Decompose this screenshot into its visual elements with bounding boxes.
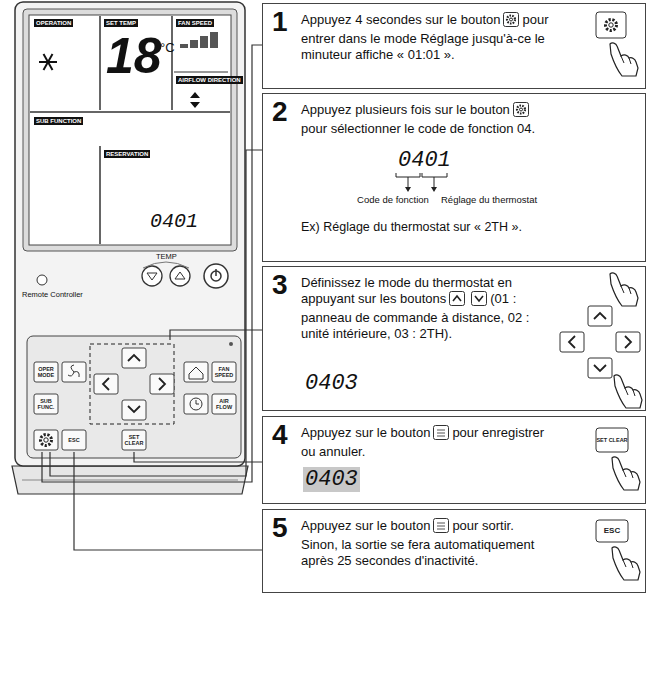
- set-temperature: 18: [106, 30, 162, 82]
- instruction-text: Appuyez sur le boutonpour enregistrer ou…: [301, 425, 549, 460]
- button-label: SET CLEAR: [122, 430, 146, 450]
- annotation: Réglage du thermostat: [441, 194, 537, 205]
- lcd-tag: SET TEMP: [104, 19, 138, 27]
- lcd-tag: SUB FUNCTION: [34, 117, 83, 125]
- instruction-text: Appuyez plusieurs fois sur le bouton pour…: [301, 102, 549, 137]
- step-box: 3 Définissez le mode du thermostat en app…: [262, 266, 646, 411]
- inline-button-icon: [433, 425, 449, 444]
- instruction-text: Appuyez sur le bouton: [301, 518, 430, 533]
- instruction-text: Appuyez sur le bouton: [301, 425, 430, 440]
- instruction-text: Appuyez 4 secondes sur le bouton: [301, 12, 500, 27]
- instruction-text: Définissez le mode du thermostat en appu…: [301, 275, 549, 342]
- step-number: 1: [272, 7, 288, 37]
- lcd-code: 0403: [303, 371, 360, 396]
- device-name: Remote Controller: [22, 290, 83, 299]
- inline-button-icon: [471, 291, 487, 310]
- step-box: 5 Appuyez sur le boutonpour sortir. Sinon…: [262, 509, 646, 593]
- inline-button-icon: [449, 291, 465, 310]
- lcd-tag: FAN SPEED: [176, 19, 214, 27]
- step-box: 2 Appuyez plusieurs fois sur le bouton pou…: [262, 93, 646, 262]
- instruction-text: Appuyez sur le boutonpour sortir. Sinon,…: [301, 518, 549, 569]
- lcd-code: 0403: [303, 467, 360, 492]
- unit: °C: [160, 40, 175, 55]
- step-number: 3: [272, 270, 288, 300]
- inline-button-icon: [433, 518, 449, 537]
- button-label: OPER MODE: [34, 362, 58, 382]
- step-number: 4: [272, 420, 288, 450]
- lcd-code: 0401: [396, 148, 453, 173]
- instruction-text: Appuyez 4 secondes sur le boutonpour ent…: [301, 12, 549, 63]
- button-caption: TEMP: [156, 252, 177, 261]
- button-label: SUB FUNC.: [34, 394, 58, 414]
- instruction-text: pour sélectionner le code de fonction 04…: [301, 121, 535, 136]
- lcd-tag: AIRFLOW DIRECTION: [176, 76, 243, 84]
- annotation: Code de fonction: [343, 194, 443, 205]
- step-number: 2: [272, 97, 288, 127]
- lcd-tag: RESERVATION: [104, 150, 150, 158]
- inline-button-icon: [503, 12, 519, 31]
- step-box: 4 Appuyez sur le boutonpour enregistrer o…: [262, 416, 646, 504]
- instruction-text: Appuyez plusieurs fois sur le bouton: [301, 102, 510, 117]
- lcd-code: 0401: [150, 210, 198, 233]
- inline-button-icon: [513, 102, 529, 121]
- example-note: Ex) Réglage du thermostat sur « 2TH ».: [301, 220, 522, 234]
- button-label: SET CLEAR: [596, 428, 628, 452]
- button-label: ESC: [596, 520, 628, 542]
- button-label: AIR FLOW: [212, 394, 236, 414]
- step-box: 1 Appuyez 4 secondes sur le boutonpour en…: [262, 3, 646, 89]
- lcd-tag: OPERATION: [34, 19, 73, 27]
- button-label: FAN SPEED: [212, 362, 236, 382]
- step-number: 5: [272, 513, 288, 543]
- button-label: ESC: [62, 430, 86, 450]
